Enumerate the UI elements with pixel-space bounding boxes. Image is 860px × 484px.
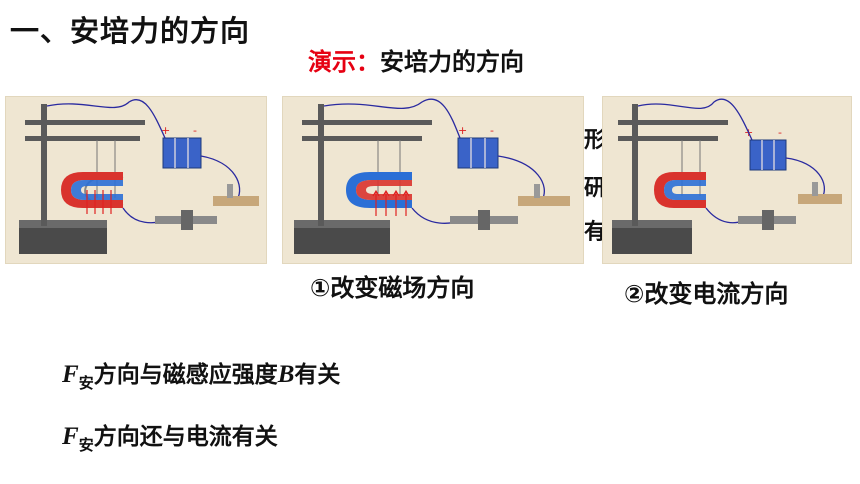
- magnet-bottom-pole: [71, 180, 123, 200]
- hidden-text-1: 形: [584, 128, 607, 153]
- force-symbol: F: [62, 423, 79, 450]
- conclusion-text-b: 有关: [294, 362, 341, 388]
- conclusion-magnetic-field: F安方向与磁感应强度B有关: [62, 355, 341, 392]
- battery-plus: +: [161, 124, 170, 137]
- demo-text: 安培力的方向: [380, 48, 524, 76]
- magnet-bottom-pole: [664, 180, 706, 200]
- battery-minus: -: [490, 124, 494, 137]
- force-subscript: 安: [78, 436, 94, 454]
- demo-label: 演示：: [308, 48, 380, 76]
- experiment-image-magnet-reversed: + -: [282, 96, 584, 264]
- apparatus-diagram-3: + -: [612, 98, 842, 254]
- conclusion-text-a: 方向与磁感应强度: [93, 362, 278, 388]
- demo-heading: 演示：安培力的方向: [308, 42, 524, 77]
- hidden-text-3: 有: [584, 220, 607, 245]
- force-symbol: F: [62, 361, 79, 388]
- section-title: 一、安培力的方向: [10, 14, 251, 48]
- caption-change-magnetic-field: ①改变磁场方向: [310, 274, 475, 302]
- magnet-top-pole: [654, 172, 706, 208]
- experiment-image-current-reversed: + -: [602, 96, 852, 264]
- apparatus-diagram-2: + -: [294, 98, 570, 254]
- magnet-top-pole: [346, 172, 412, 208]
- conclusion-text: 方向还与电流有关: [93, 424, 278, 450]
- battery-plus: +: [458, 124, 467, 137]
- battery-minus: -: [193, 124, 197, 137]
- force-subscript: 安: [78, 374, 94, 392]
- field-symbol: B: [277, 361, 295, 388]
- experiment-image-original: + -: [5, 96, 267, 264]
- magnet-top-pole: [61, 172, 123, 208]
- apparatus-diagram-1: + -: [19, 99, 259, 254]
- battery-minus: -: [778, 126, 782, 139]
- caption-change-current: ②改变电流方向: [624, 280, 789, 308]
- conclusion-current: F安方向还与电流有关: [62, 417, 278, 454]
- magnet-bottom-pole: [356, 180, 412, 200]
- hidden-text-2: 研: [584, 176, 607, 201]
